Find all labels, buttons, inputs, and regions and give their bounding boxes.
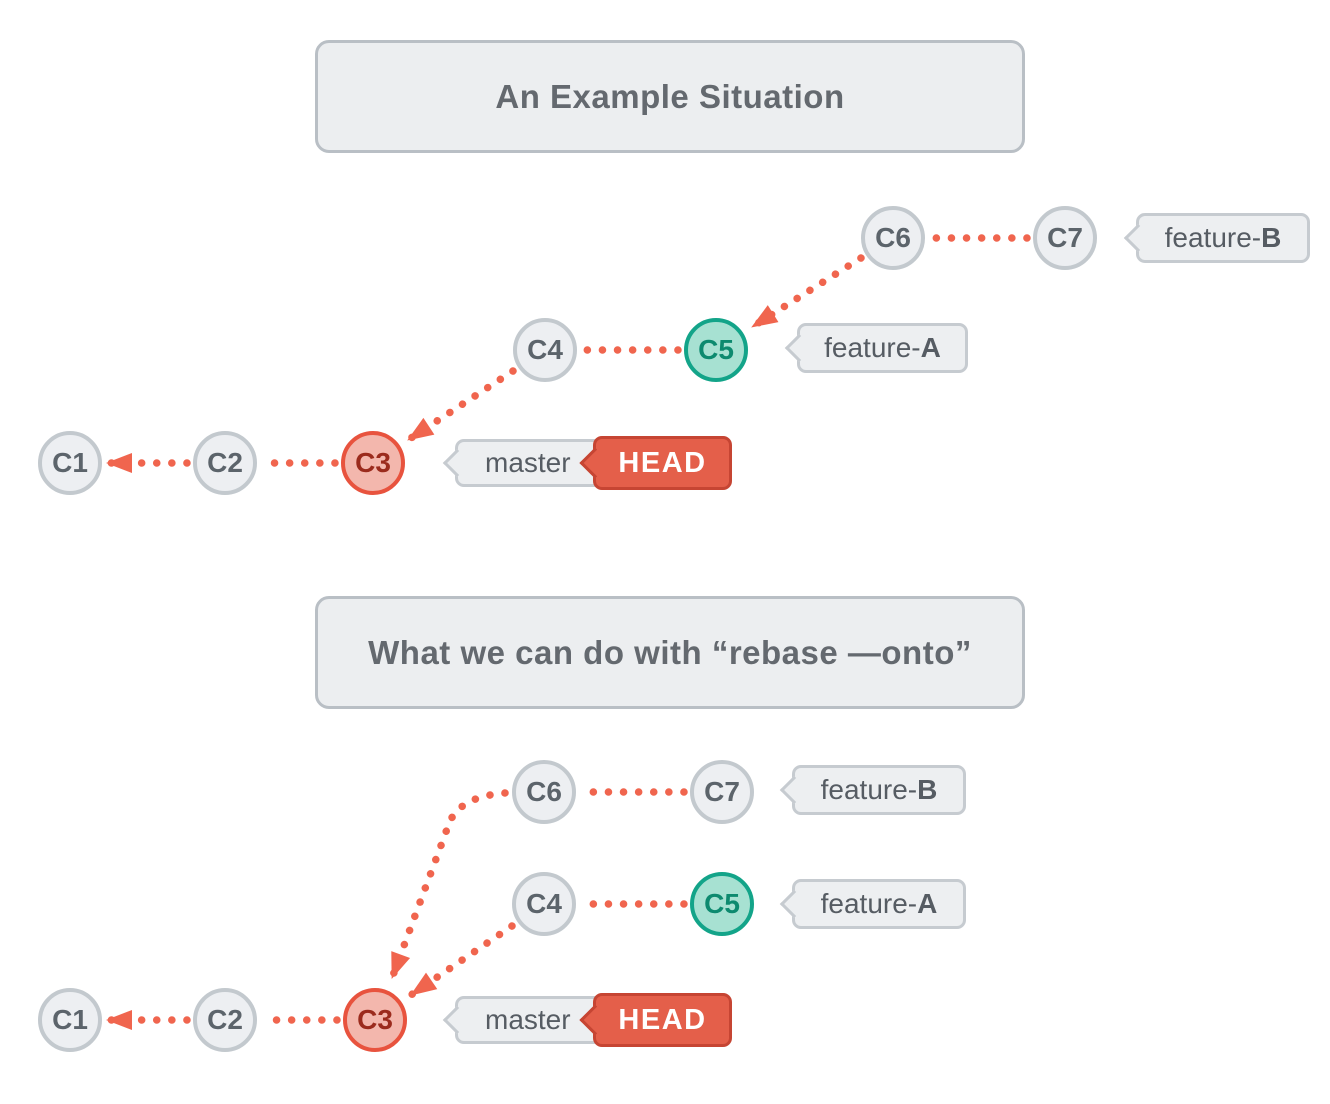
branch-label-prefix: feature- — [824, 332, 921, 363]
commit-id: C5 — [698, 334, 734, 365]
branch-label-prefix: feature- — [820, 888, 918, 919]
branch-label-text: feature-B — [821, 774, 938, 806]
commit-id: C3 — [357, 1004, 393, 1035]
commit-id: C5 — [704, 888, 740, 919]
branch-label-suffix: B — [917, 774, 938, 805]
commit-node-d1-c6: C6 — [861, 206, 925, 270]
head-tag-text: HEAD — [618, 1003, 707, 1036]
commit-node-d2-c1: C1 — [38, 988, 102, 1052]
commit-node-d1-c7: C7 — [1033, 206, 1097, 270]
branch-label-d1-feature-b: feature-B — [1136, 213, 1310, 263]
commit-node-d1-c2: C2 — [193, 431, 257, 495]
commit-id: C2 — [207, 1004, 243, 1035]
commit-id: C4 — [526, 888, 562, 919]
edge-d1-c4-c3 — [404, 367, 517, 444]
branch-label-text: feature-B — [1165, 222, 1282, 254]
commit-node-d1-c5: C5 — [684, 318, 748, 382]
commit-id: C6 — [875, 222, 911, 253]
branch-label-prefix: feature- — [1164, 222, 1262, 253]
edge-d1-c6-c5 — [748, 254, 865, 331]
head-tag-text: HEAD — [618, 446, 707, 479]
commit-id: C1 — [52, 447, 88, 478]
commit-node-d1-c1: C1 — [38, 431, 102, 495]
edge-d2-c6-c3 — [388, 789, 509, 982]
branch-label-text: feature-A — [821, 888, 938, 920]
branch-label-d1-feature-a: feature-A — [797, 323, 968, 373]
commit-node-d2-c3: C3 — [343, 988, 407, 1052]
branch-label-prefix: feature- — [820, 774, 918, 805]
branch-label-d2-feature-b: feature-B — [792, 765, 966, 815]
commit-node-d2-c6: C6 — [512, 760, 576, 824]
commit-node-d2-c5: C5 — [690, 872, 754, 936]
diagram2-title-box: What we can do with “rebase —onto” — [315, 596, 1025, 709]
branch-label-d2-feature-a: feature-A — [792, 879, 966, 929]
head-tag-d1: HEAD — [593, 436, 732, 490]
branch-label-text: feature-A — [824, 332, 941, 364]
commit-id: C2 — [207, 447, 243, 478]
branch-label-text: master — [485, 1004, 571, 1035]
head-tag-d2: HEAD — [593, 993, 732, 1047]
commit-node-d2-c7: C7 — [690, 760, 754, 824]
diagram1-title: An Example Situation — [495, 77, 845, 115]
commit-node-d2-c4: C4 — [512, 872, 576, 936]
commit-id: C7 — [704, 776, 740, 807]
commit-id: C3 — [355, 447, 391, 478]
commit-id: C4 — [527, 334, 563, 365]
branch-label-text: master — [485, 447, 571, 478]
commit-id: C6 — [526, 776, 562, 807]
branch-label-d1-master: master — [455, 439, 605, 487]
branch-label-suffix: A — [920, 332, 941, 363]
commit-node-d1-c4: C4 — [513, 318, 577, 382]
commit-id: C1 — [52, 1004, 88, 1035]
edge-d2-c4-c3 — [407, 922, 516, 999]
branch-label-suffix: B — [1261, 222, 1282, 253]
diagram2-title: What we can do with “rebase —onto” — [368, 633, 972, 671]
commit-node-d2-c2: C2 — [193, 988, 257, 1052]
commit-id: C7 — [1047, 222, 1083, 253]
commit-node-d1-c3: C3 — [341, 431, 405, 495]
diagram1-title-box: An Example Situation — [315, 40, 1025, 153]
branch-label-suffix: A — [917, 888, 938, 919]
